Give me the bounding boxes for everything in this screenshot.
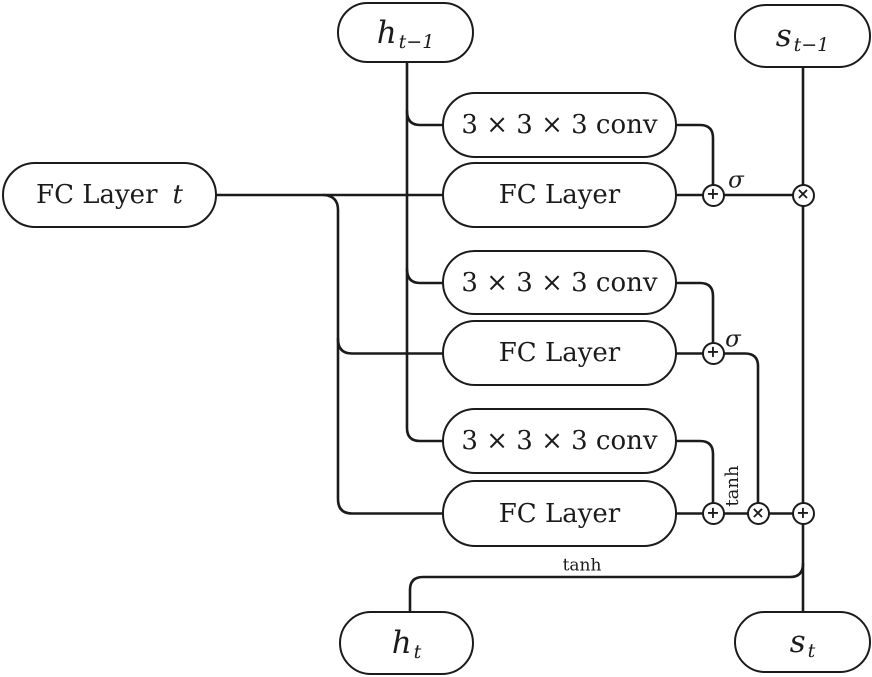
- edge-hprev-to-conv1: [405, 109, 444, 127]
- edge-fc2-to-times2: [674, 352, 760, 515]
- edge-conv1-to-plus1: [674, 123, 715, 197]
- conv-2-label: 3 × 3 × 3 conv: [461, 267, 658, 298]
- tanh-gate-label: tanh: [722, 465, 743, 507]
- plus-operator-icon-2: +: [701, 341, 725, 365]
- s-prev-symbol: s: [775, 18, 792, 54]
- plus-glyph: +: [706, 502, 720, 522]
- sigma-label-2: σ: [725, 326, 741, 353]
- node-fc-1: FC Layer: [442, 162, 677, 228]
- plus-operator-icon-3: +: [701, 502, 725, 525]
- edge-fct-trunk: [322, 193, 444, 515]
- node-conv-2: 3 × 3 × 3 conv: [442, 250, 677, 315]
- tanh-output-label: tanh: [562, 555, 602, 576]
- node-fc-layer-t: FC Layer t: [2, 162, 217, 228]
- fc-layer-t-label: FC Layer: [36, 180, 158, 210]
- fc-1-label: FC Layer: [498, 180, 621, 210]
- conv-3-label: 3 × 3 × 3 conv: [461, 426, 658, 456]
- edge-conv3-to-plus3: [674, 439, 715, 515]
- edge-hprev-trunk: [405, 61, 444, 443]
- fc-2-label: FC Layer: [498, 338, 621, 368]
- s-t-symbol: s: [789, 624, 806, 660]
- times-operator-icon-2: ×: [746, 502, 770, 525]
- h-t-symbol: h: [391, 625, 412, 661]
- h-prev-subscript: t−1: [398, 30, 435, 53]
- times-operator-icon-1: ×: [791, 183, 815, 207]
- s-t-subscript: t: [807, 640, 816, 662]
- sigma-label-1: σ: [728, 167, 744, 194]
- plus-glyph: +: [796, 502, 810, 522]
- plus-operator-icon-1: +: [701, 183, 725, 207]
- s-prev-subscript: t−1: [793, 34, 830, 56]
- fc-3-label: FC Layer: [498, 498, 621, 529]
- plus-operator-icon-4: +: [791, 502, 815, 525]
- edge-fct-to-fc2: [336, 337, 444, 355]
- node-conv-3: 3 × 3 × 3 conv: [442, 408, 677, 474]
- node-fc-3: FC Layer: [442, 480, 677, 547]
- node-conv-1: 3 × 3 × 3 conv: [442, 92, 677, 158]
- conv-1-label: 3 × 3 × 3 conv: [461, 110, 658, 140]
- edge-conv2-to-plus2: [674, 281, 715, 355]
- h-t-subscript: t: [413, 641, 422, 663]
- plus-glyph: +: [706, 184, 720, 203]
- edge-hprev-to-conv2: [405, 267, 444, 285]
- fc-layer-t-var: t: [172, 180, 183, 210]
- h-prev-symbol: h: [376, 14, 397, 51]
- times-glyph: ×: [751, 502, 765, 522]
- edge-tanh-to-ht: [408, 562, 805, 613]
- plus-glyph: +: [706, 342, 720, 361]
- node-fc-2: FC Layer: [442, 320, 677, 386]
- times-glyph: ×: [796, 184, 810, 203]
